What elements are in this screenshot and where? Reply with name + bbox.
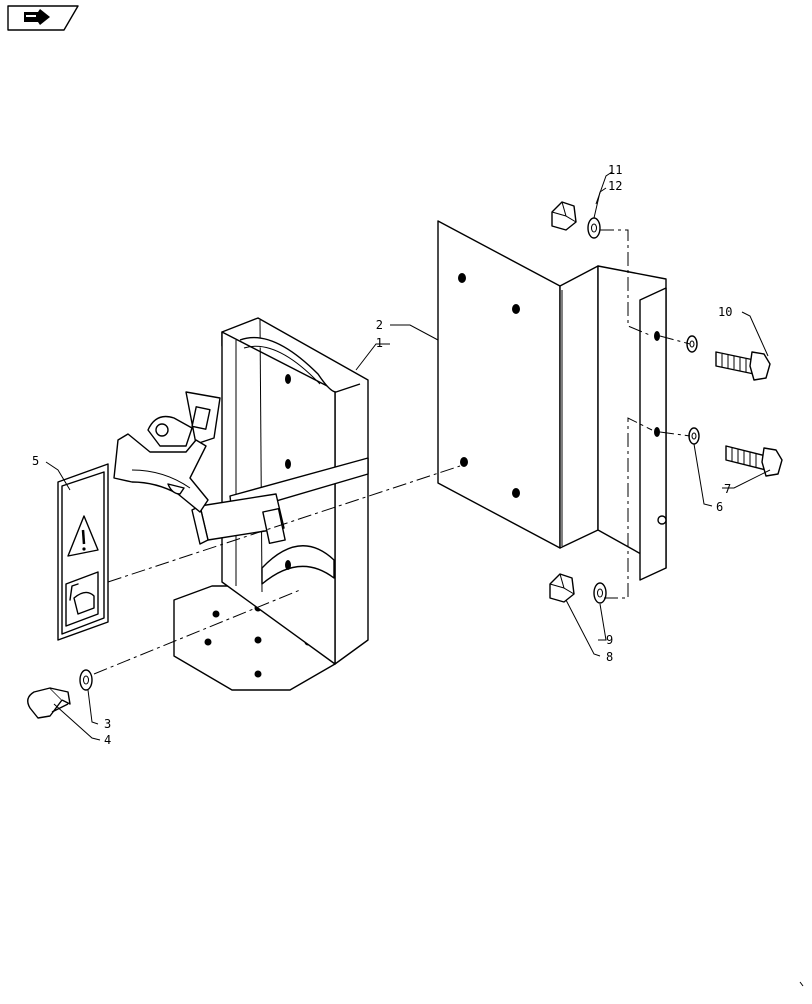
extinguisher-holder <box>173 317 369 691</box>
callout-2: 2 <box>376 318 383 332</box>
bolt-lower-right <box>725 445 783 477</box>
callout-3: 3 <box>104 717 111 731</box>
washer-top <box>587 217 601 239</box>
callout-10: 10 <box>718 305 732 319</box>
bolt-lower-left <box>27 687 71 719</box>
callout-12: 12 <box>608 179 622 193</box>
clamp-latch <box>113 391 221 513</box>
corner-tick <box>799 981 804 987</box>
nut-top <box>551 201 577 231</box>
callout-4: 4 <box>104 733 111 747</box>
leader-lines <box>45 171 771 741</box>
washer-upper-right <box>686 335 698 353</box>
callout-9: 9 <box>606 633 613 647</box>
callout-labels: 1 2 3 4 5 6 7 8 9 10 11 12 <box>32 163 732 747</box>
hand-instruction-icon <box>65 571 99 627</box>
callout-11: 11 <box>608 163 622 177</box>
callout-7: 7 <box>724 482 731 496</box>
warning-triangle-icon <box>67 515 99 557</box>
callout-1: 1 <box>376 336 383 350</box>
callout-6: 6 <box>716 500 723 514</box>
washer-bottom <box>593 582 607 604</box>
washer-lower-right <box>688 427 700 445</box>
bolt-upper-right <box>715 351 771 381</box>
assembly-lines <box>93 229 691 675</box>
warning-decal <box>57 463 109 641</box>
mounting-bracket <box>437 220 667 581</box>
next-page-arrow-icon[interactable] <box>7 5 79 31</box>
callout-8: 8 <box>606 650 613 664</box>
callout-5: 5 <box>32 454 39 468</box>
nut-bottom <box>549 573 575 603</box>
washer-lower-left <box>79 669 93 691</box>
